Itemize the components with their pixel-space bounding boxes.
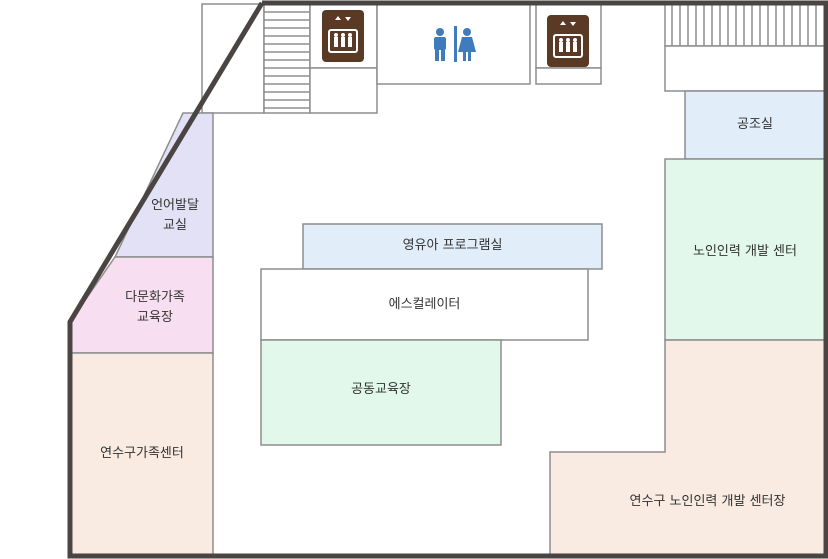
label-shared-edu: 공동교육장 (351, 382, 411, 397)
room-yeonsu-family[interactable] (69, 352, 214, 557)
room-shared-edu[interactable] (260, 339, 502, 446)
stair-landing (201, 3, 265, 114)
restroom-icon[interactable] (434, 26, 476, 62)
stair-landing-right (664, 45, 826, 92)
elevator-hall-1 (309, 67, 378, 114)
label-infant-program: 영유아 프로그램실 (402, 238, 503, 253)
elevator-icon[interactable] (547, 15, 589, 67)
label-senior-center: 노인인력 개발 센터 (693, 244, 797, 259)
stairs-right[interactable] (664, 3, 826, 47)
elevator-hall-2 (535, 67, 602, 85)
label-yeonsu-family: 연수구가족센터 (100, 446, 184, 461)
stairs-icon (264, 11, 310, 109)
label-multicultural: 다문화가족 교육장 (125, 290, 185, 325)
elevator-icon[interactable] (322, 10, 364, 62)
label-aircon: 공조실 (737, 117, 773, 132)
label-language-dev: 언어발달 교실 (151, 198, 199, 233)
stairs-icon (671, 4, 817, 46)
room-escalator[interactable] (260, 268, 589, 341)
restroom-room[interactable] (376, 3, 531, 85)
label-yeonsu-senior: 연수구 노인인력 개발 센터장 (629, 494, 786, 509)
label-escalator: 에스컬레이터 (388, 297, 461, 312)
outer-wall (67, 0, 828, 559)
